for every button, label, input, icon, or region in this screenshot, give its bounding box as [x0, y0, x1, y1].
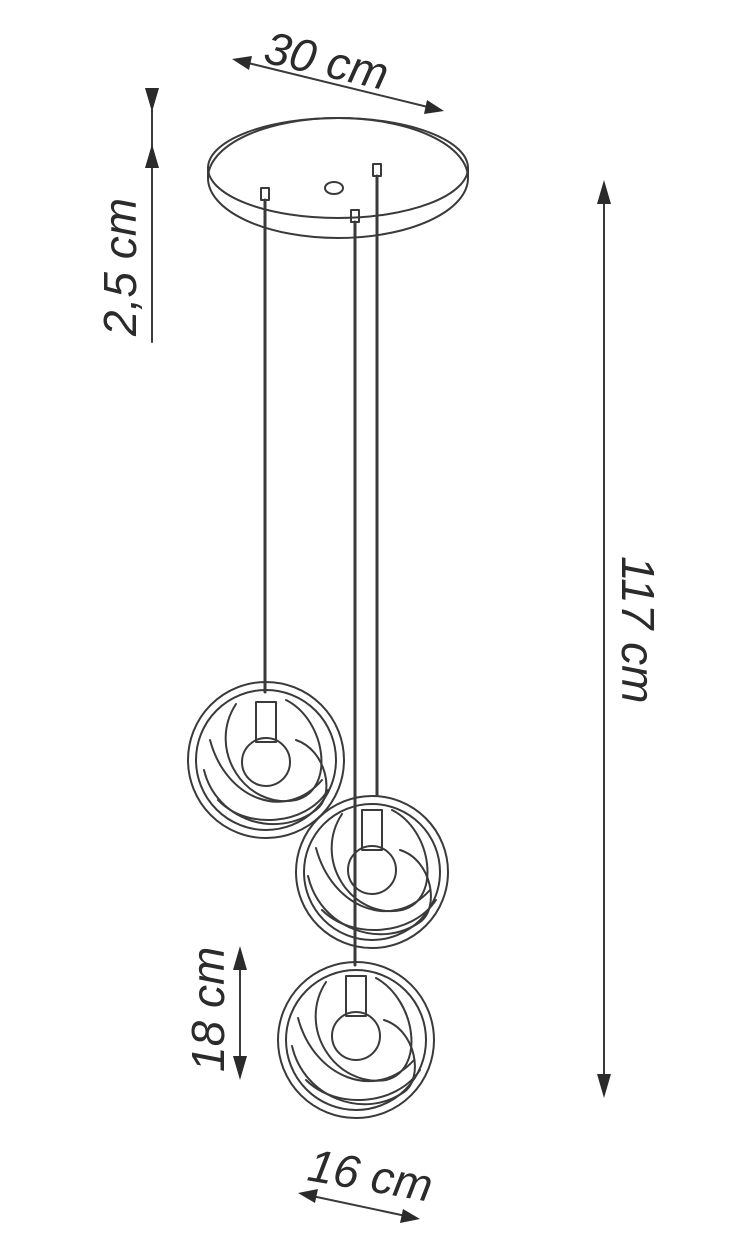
- dimension-canopy-width: 30 cm: [232, 21, 444, 114]
- label-canopy-width: 30 cm: [260, 21, 394, 100]
- dimension-canopy-height: 2,5 cm: [94, 88, 159, 343]
- lamp-shade-1: [187, 681, 345, 839]
- label-shade-height: 18 cm: [182, 947, 234, 1072]
- dimension-shade-width: 16 cm: [298, 1139, 437, 1223]
- suspension-cords: [263, 174, 379, 967]
- lamp-shade-3: [277, 961, 435, 1119]
- label-canopy-height: 2,5 cm: [94, 198, 146, 337]
- dimension-shade-height: 18 cm: [182, 946, 247, 1080]
- label-total-height: 117 cm: [612, 556, 664, 703]
- dimension-total-height: 117 cm: [597, 180, 664, 1098]
- label-shade-width: 16 cm: [304, 1139, 436, 1212]
- lamp-shade-2: [295, 795, 449, 949]
- ceiling-canopy: [207, 117, 469, 239]
